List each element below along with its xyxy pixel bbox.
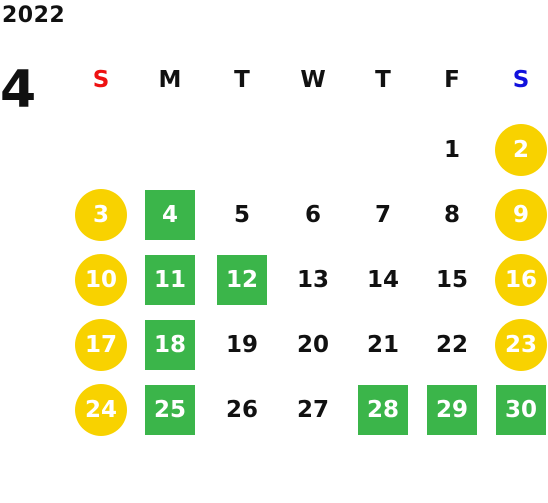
weekday-fri: F	[444, 67, 460, 93]
month-number: 4	[0, 60, 37, 120]
day-cell-22[interactable]: 22	[435, 332, 468, 358]
day-cell-8[interactable]: 8	[443, 202, 460, 228]
weekday-mon: M	[158, 67, 182, 93]
day-cell-18[interactable]: 18	[145, 320, 195, 370]
day-cell-24[interactable]: 24	[75, 384, 127, 436]
day-cell-29[interactable]: 29	[427, 385, 477, 435]
day-cell-21[interactable]: 21	[366, 332, 399, 358]
weekday-tue: T	[234, 67, 250, 93]
day-cell-9[interactable]: 9	[495, 189, 547, 241]
day-cell-6[interactable]: 6	[304, 202, 321, 228]
day-cell-4[interactable]: 4	[145, 190, 195, 240]
weekday-wed: W	[300, 67, 326, 93]
day-cell-20[interactable]: 20	[296, 332, 329, 358]
day-cell-16[interactable]: 16	[495, 254, 547, 306]
day-cell-3[interactable]: 3	[75, 189, 127, 241]
day-cell-10[interactable]: 10	[75, 254, 127, 306]
day-cell-5[interactable]: 5	[233, 202, 250, 228]
day-cell-17[interactable]: 17	[75, 319, 127, 371]
day-cell-2[interactable]: 2	[495, 124, 547, 176]
day-cell-12[interactable]: 12	[217, 255, 267, 305]
day-cell-25[interactable]: 25	[145, 385, 195, 435]
weekday-sun: S	[92, 67, 110, 93]
day-cell-23[interactable]: 23	[495, 319, 547, 371]
day-cell-30[interactable]: 30	[496, 385, 546, 435]
day-cell-15[interactable]: 15	[435, 267, 468, 293]
weekday-sat: S	[512, 67, 530, 93]
day-cell-19[interactable]: 19	[225, 332, 258, 358]
weekday-thu: T	[375, 67, 391, 93]
day-cell-13[interactable]: 13	[296, 267, 329, 293]
day-cell-26[interactable]: 26	[225, 397, 258, 423]
day-cell-14[interactable]: 14	[366, 267, 399, 293]
day-cell-11[interactable]: 11	[145, 255, 195, 305]
day-cell-28[interactable]: 28	[358, 385, 408, 435]
year-label: 2022	[2, 3, 66, 28]
day-cell-27[interactable]: 27	[296, 397, 329, 423]
day-cell-1[interactable]: 1	[443, 137, 460, 163]
day-cell-7[interactable]: 7	[374, 202, 391, 228]
